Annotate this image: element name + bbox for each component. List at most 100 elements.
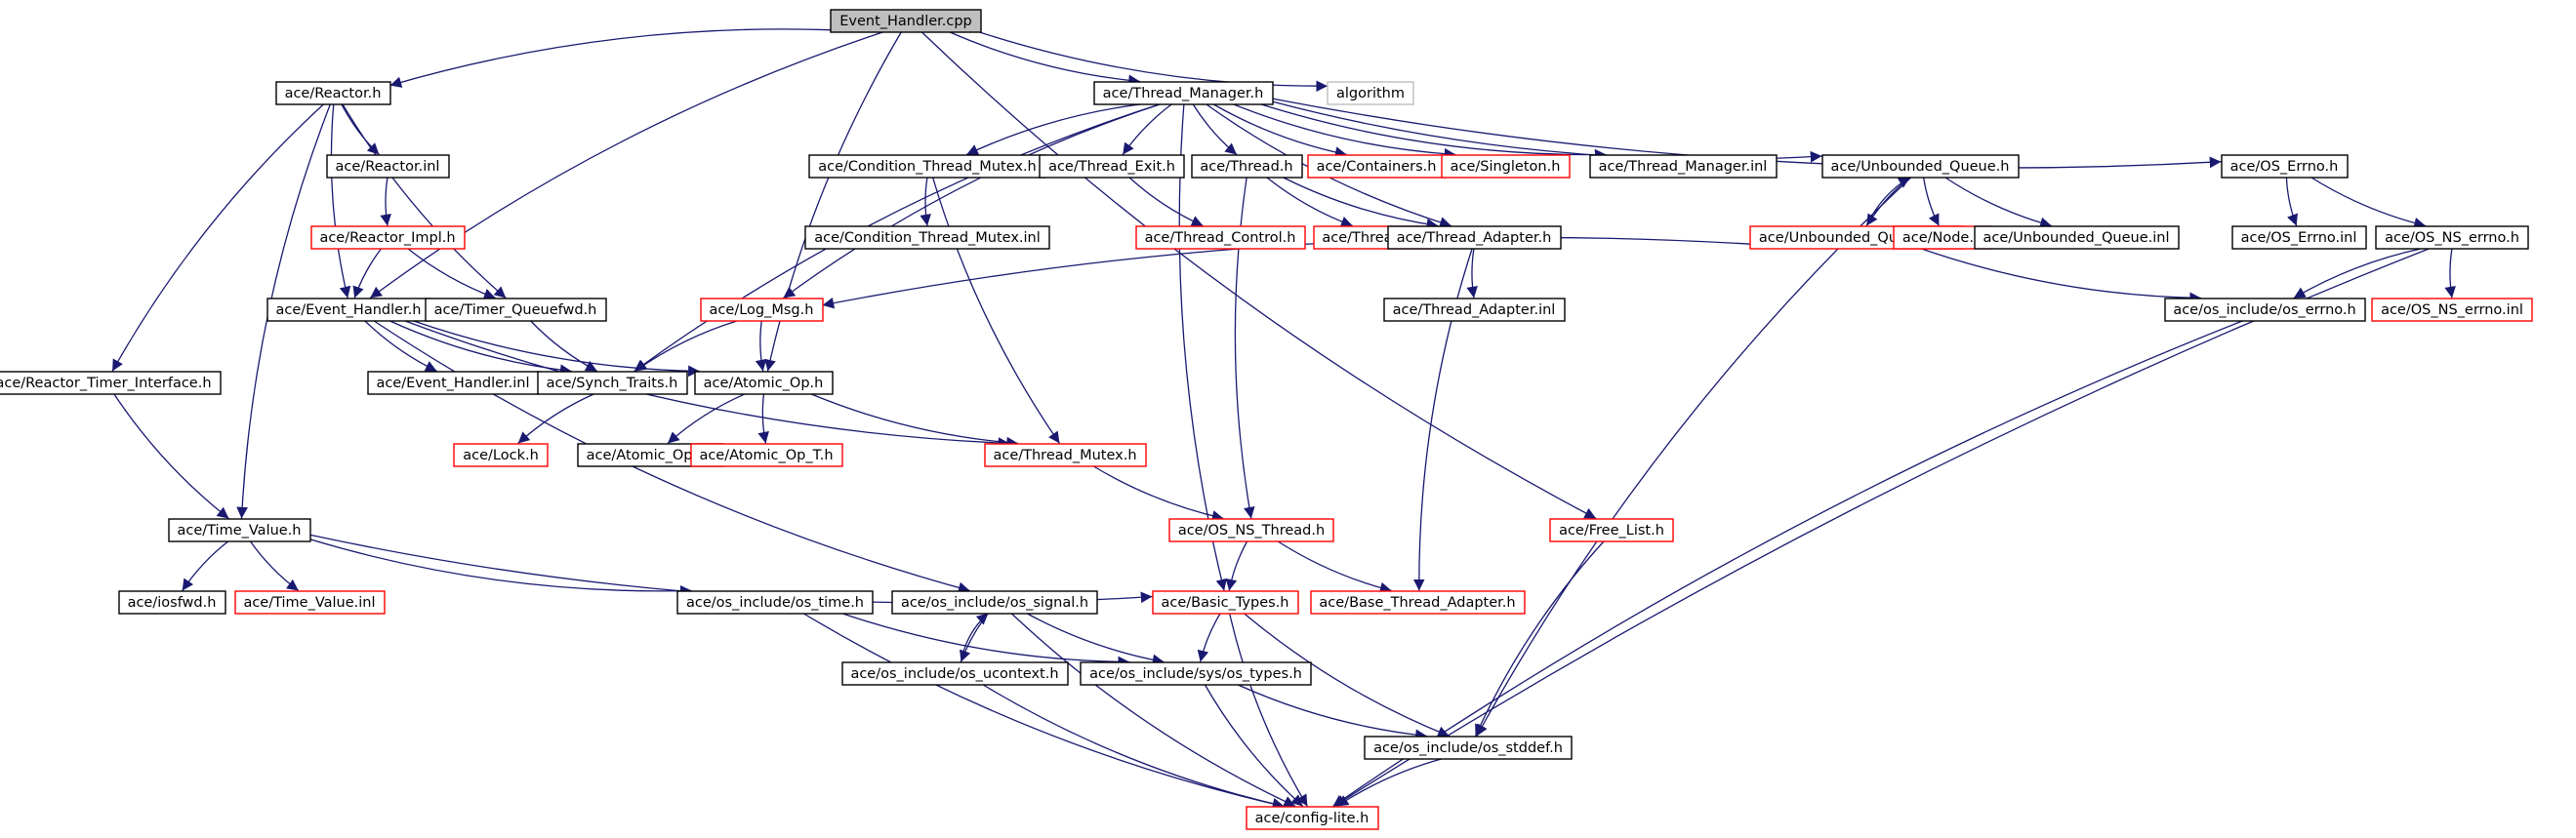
edge-osinc-errno-to-config	[1332, 319, 2244, 808]
node-box	[310, 225, 466, 250]
node-node[interactable]: ace/Node.h	[1893, 225, 1992, 250]
edge-atomic-to-atomic-inl	[667, 392, 747, 444]
node-label: ace/Thread_Manager.h	[1103, 86, 1264, 101]
edge-eh-to-atomic	[411, 319, 700, 378]
node-cond[interactable]: ace/Condition_Thread_Mutex.h	[808, 154, 1046, 179]
node-box	[2164, 298, 2366, 322]
node-label: ace/Thread_Mutex.h	[993, 448, 1136, 463]
node-label: ace/Lock.h	[463, 448, 539, 463]
node-ta[interactable]: ace/Thread_Adapter.h	[1387, 225, 1562, 250]
node-label: ace/Reactor.inl	[336, 159, 440, 175]
node-box	[1080, 661, 1312, 686]
node-label: ace/OS_NS_errno.inl	[2381, 302, 2523, 318]
edge-reactor-to-reactor-inl	[341, 103, 380, 155]
node-root[interactable]: Event_Handler.cpp	[830, 9, 982, 33]
edge-tm-to-thread	[1192, 103, 1238, 155]
node-oserrno[interactable]: ace/OS_Errno.h	[2221, 154, 2349, 179]
node-thread[interactable]: ace/Thread.h	[1191, 154, 1303, 179]
node-tqf[interactable]: ace/Timer_Queuefwd.h	[425, 298, 607, 322]
node-box	[326, 154, 450, 179]
node-tm-inl[interactable]: ace/Thread_Manager.inl	[1589, 154, 1778, 179]
edge-systypes-to-stddef	[1236, 683, 1427, 741]
node-uq[interactable]: ace/Unbounded_Queue.h	[1821, 154, 2020, 179]
node-osinc-errno[interactable]: ace/os_include/os_errno.h	[2164, 298, 2366, 322]
node-texit[interactable]: ace/Thread_Exit.h	[1039, 154, 1185, 179]
dependency-edges	[111, 28, 2456, 810]
node-containers[interactable]: ace/Containers.h	[1307, 154, 1447, 179]
node-eh-inl[interactable]: ace/Event_Handler.inl	[367, 371, 540, 395]
edge-cond-to-tmutex	[931, 177, 1061, 444]
node-box	[537, 371, 688, 395]
node-rti[interactable]: ace/Reactor_Timer_Interface.h	[0, 371, 222, 395]
node-osnst[interactable]: ace/OS_NS_Thread.h	[1168, 518, 1334, 542]
edge-ta-to-bta	[1412, 248, 1473, 591]
node-reactor-impl[interactable]: ace/Reactor_Impl.h	[310, 225, 466, 250]
node-algorithm[interactable]: algorithm	[1327, 81, 1414, 105]
node-box	[1327, 81, 1414, 105]
node-freelist[interactable]: ace/Free_List.h	[1549, 518, 1674, 542]
node-uq-inl[interactable]: ace/Unbounded_Queue.inl	[1974, 225, 2180, 250]
edge-stddef-to-config	[1336, 757, 1444, 808]
node-systypes[interactable]: ace/os_include/sys/os_types.h	[1080, 661, 1312, 686]
node-logmsg[interactable]: ace/Log_Msg.h	[700, 298, 824, 322]
node-box	[1246, 806, 1379, 830]
edge-root-to-eh	[369, 30, 885, 299]
edge-thread-to-osnst	[1234, 177, 1255, 519]
node-box	[2221, 154, 2349, 179]
edge-synch-to-lock	[517, 392, 595, 444]
node-atomic[interactable]: ace/Atomic_Op.h	[694, 371, 834, 395]
node-os-signal[interactable]: ace/os_include/os_signal.h	[891, 590, 1098, 615]
node-lock[interactable]: ace/Lock.h	[453, 443, 549, 467]
edge-oserrno-to-osnserrno	[2310, 176, 2427, 229]
node-reactor-inl[interactable]: ace/Reactor.inl	[326, 154, 450, 179]
edge-tm-to-singleton	[1232, 102, 1456, 160]
node-osnserrno-inl[interactable]: ace/OS_NS_errno.inl	[2371, 298, 2533, 322]
node-basic[interactable]: ace/Basic_Types.h	[1152, 590, 1299, 615]
node-oserrno-inl[interactable]: ace/OS_Errno.inl	[2231, 225, 2367, 250]
node-singleton[interactable]: ace/Singleton.h	[1441, 154, 1571, 179]
node-eh[interactable]: ace/Event_Handler.h	[266, 298, 431, 322]
node-atomic-t[interactable]: ace/Atomic_Op_T.h	[690, 443, 843, 467]
node-synch[interactable]: ace/Synch_Traits.h	[537, 371, 688, 395]
node-reactor[interactable]: ace/Reactor.h	[275, 81, 391, 105]
node-box	[1974, 225, 2180, 250]
node-tv[interactable]: ace/Time_Value.h	[168, 518, 311, 542]
node-os-time[interactable]: ace/os_include/os_time.h	[676, 590, 874, 615]
edge-reactor-impl-to-eh	[352, 248, 383, 299]
node-label: ace/Atomic_Op.inl	[587, 448, 715, 463]
edge-ta-to-ta-inl	[1466, 248, 1478, 299]
node-iosfwd[interactable]: ace/iosfwd.h	[118, 590, 226, 615]
edge-tm-to-synch	[634, 102, 1162, 373]
node-label: ace/Unbounded_Queue.h	[1831, 159, 2010, 175]
edge-os-signal-to-os-ucontext	[960, 613, 990, 662]
node-config[interactable]: ace/config-lite.h	[1246, 806, 1379, 830]
node-stddef[interactable]: ace/os_include/os_stddef.h	[1364, 736, 1573, 760]
edge-tm-to-containers	[1212, 102, 1347, 158]
node-label: ace/Thread_Manager.inl	[1599, 159, 1768, 175]
node-cond-inl[interactable]: ace/Condition_Thread_Mutex.inl	[804, 225, 1050, 250]
edge-uq-to-node	[1922, 177, 1940, 226]
edge-os-signal-to-systypes	[1026, 612, 1165, 666]
edge-logmsg-to-atomic	[755, 320, 767, 372]
node-bta[interactable]: ace/Base_Thread_Adapter.h	[1310, 590, 1526, 615]
edge-reactor-impl-to-tqf	[406, 247, 496, 299]
node-box	[1387, 225, 1562, 250]
node-tctrl[interactable]: ace/Thread_Control.h	[1135, 225, 1306, 250]
node-label: ace/Reactor.h	[285, 86, 382, 101]
edge-root-to-tm	[948, 30, 1140, 87]
node-atomic-inl[interactable]: ace/Atomic_Op.inl	[577, 443, 724, 467]
node-box	[234, 590, 386, 615]
node-tv-inl[interactable]: ace/Time_Value.inl	[234, 590, 386, 615]
node-box	[694, 371, 834, 395]
node-label: algorithm	[1336, 86, 1405, 101]
node-os-ucontext[interactable]: ace/os_include/os_ucontext.h	[841, 661, 1069, 686]
node-ta-inl[interactable]: ace/Thread_Adapter.inl	[1383, 298, 1566, 322]
node-box	[425, 298, 607, 322]
node-osnserrno[interactable]: ace/OS_NS_errno.h	[2375, 225, 2529, 250]
node-tmutex[interactable]: ace/Thread_Mutex.h	[984, 443, 1147, 467]
node-tm[interactable]: ace/Thread_Manager.h	[1093, 81, 1274, 105]
node-box	[275, 81, 391, 105]
edge-reactor-to-tqf	[342, 103, 507, 299]
node-box	[118, 590, 226, 615]
